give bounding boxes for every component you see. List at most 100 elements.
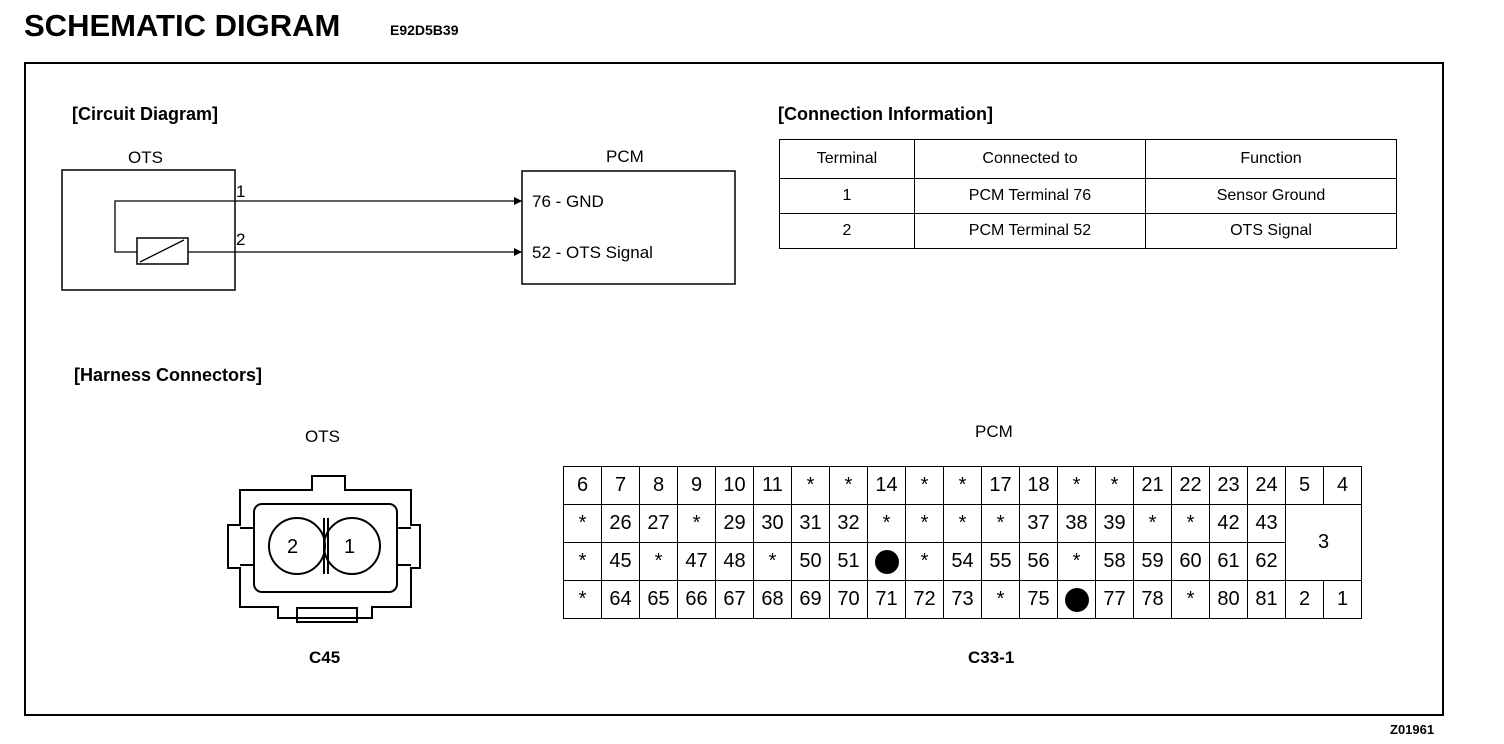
pcm-pin-cell: 14	[867, 466, 906, 505]
pcm-pin-cell: *	[905, 504, 944, 543]
pcm-pin-cell: *	[563, 542, 602, 581]
pcm-pin-cell: 66	[677, 580, 716, 619]
pcm-pin-cell: *	[905, 466, 944, 505]
cell-function: OTS Signal	[1145, 213, 1397, 249]
pcm-pin-cell: 59	[1133, 542, 1172, 581]
pcm-pin-cell: 68	[753, 580, 792, 619]
table-row: 2 PCM Terminal 52 OTS Signal	[779, 213, 1397, 249]
pcm-connector-id: C33-1	[968, 648, 1015, 667]
pcm-pin-cell: 81	[1247, 580, 1286, 619]
circuit-pin2-label: 2	[236, 230, 246, 249]
pcm-pin-cell: 29	[715, 504, 754, 543]
footer-code: Z01961	[1390, 722, 1435, 737]
pcm-pin-cell: 61	[1209, 542, 1248, 581]
connection-heading: [Connection Information]	[778, 104, 993, 124]
cell-function: Sensor Ground	[1145, 178, 1397, 214]
pcm-pin-cell: *	[639, 542, 678, 581]
pcm-pin-cell: 55	[981, 542, 1020, 581]
pcm-pin-cell: 31	[791, 504, 830, 543]
pcm-pin-cell: 24	[1247, 466, 1286, 505]
pcm-pin-cell: 30	[753, 504, 792, 543]
pcm-pin-cell: *	[1171, 504, 1210, 543]
pin-plug-dot	[874, 549, 899, 574]
pcm-pin-cell: *	[753, 542, 792, 581]
diagram-frame	[24, 62, 1444, 716]
page-title: SCHEMATIC DIGRAM	[24, 8, 341, 43]
pcm-pin-cell: 32	[829, 504, 868, 543]
pcm-pin-cell: *	[677, 504, 716, 543]
pcm-pin-cell: *	[981, 504, 1020, 543]
pcm-pin-cell: *	[791, 466, 830, 505]
harness-pcm-label: PCM	[975, 422, 1013, 441]
pcm-pin-cell: 1	[1323, 580, 1362, 619]
pcm-pin-cell: 72	[905, 580, 944, 619]
pcm-pin-cell: 43	[1247, 504, 1286, 543]
pcm-pin-cell: 17	[981, 466, 1020, 505]
pcm-pin-cell: 37	[1019, 504, 1058, 543]
connection-col-function: Function	[1145, 139, 1397, 179]
circuit-pin1-label: 1	[236, 182, 246, 201]
cell-connected: PCM Terminal 52	[914, 213, 1146, 249]
pcm-pin-cell: *	[943, 466, 982, 505]
pcm-pin-cell: 26	[601, 504, 640, 543]
pcm-pin-cell: *	[563, 504, 602, 543]
pcm-pin-cell: 54	[943, 542, 982, 581]
pcm-pin-cell: 39	[1095, 504, 1134, 543]
pcm-pin-cell: 67	[715, 580, 754, 619]
pcm-pin-cell: *	[1057, 542, 1096, 581]
cell-terminal: 1	[779, 178, 915, 214]
pcm-pin-cell: 18	[1019, 466, 1058, 505]
pcm-pin-cell: *	[943, 504, 982, 543]
harness-ots-label: OTS	[305, 427, 340, 446]
connection-col-terminal: Terminal	[779, 139, 915, 179]
pcm-pin-cell: 9	[677, 466, 716, 505]
ots-connector-id: C45	[309, 648, 341, 667]
pcm-pin-cell: 6	[563, 466, 602, 505]
pcm-pin-cell: 11	[753, 466, 792, 505]
ots-box	[61, 169, 236, 291]
circuit-heading: [Circuit Diagram]	[72, 104, 219, 124]
pcm-pin-cell: 70	[829, 580, 868, 619]
pcm-pin-cell: *	[905, 542, 944, 581]
pin-plug-dot	[1064, 587, 1089, 612]
pcm-pin-cell: 23	[1209, 466, 1248, 505]
pcm-pin-cell: 21	[1133, 466, 1172, 505]
circuit-gnd-label: 76 - GND	[532, 192, 604, 211]
pcm-pin-cell: 73	[943, 580, 982, 619]
pcm-pin-cell: 65	[639, 580, 678, 619]
pcm-pin-cell	[867, 542, 906, 581]
pcm-pin-cell: 77	[1095, 580, 1134, 619]
pcm-pin-cell: 60	[1171, 542, 1210, 581]
pcm-pin-cell: 56	[1019, 542, 1058, 581]
circuit-signal-label: 52 - OTS Signal	[532, 243, 653, 262]
pcm-pin-cell: 75	[1019, 580, 1058, 619]
harness-heading: [Harness Connectors]	[74, 365, 263, 385]
pcm-pin-cell: *	[867, 504, 906, 543]
pcm-pin-cell: *	[829, 466, 868, 505]
pcm-pin-cell: 47	[677, 542, 716, 581]
pcm-pin-cell: *	[1057, 466, 1096, 505]
pcm-pin-cell: 45	[601, 542, 640, 581]
ots-connector-shape	[227, 475, 421, 623]
pcm-pin-cell: 71	[867, 580, 906, 619]
pcm-pin-cell: *	[981, 580, 1020, 619]
document-code: E92D5B39	[390, 22, 459, 38]
pcm-pin-cell: *	[1133, 504, 1172, 543]
pcm-pin-cell: 78	[1133, 580, 1172, 619]
pcm-pin-cell: *	[1095, 466, 1134, 505]
pcm-pin-cell: 50	[791, 542, 830, 581]
pcm-pin-cell: 62	[1247, 542, 1286, 581]
pcm-pin-cell: 22	[1171, 466, 1210, 505]
ots-pin-1: 1	[344, 536, 356, 558]
cell-terminal: 2	[779, 213, 915, 249]
pcm-pin-cell: 5	[1285, 466, 1324, 505]
pcm-pin-cell: 38	[1057, 504, 1096, 543]
pcm-pin-cell: 80	[1209, 580, 1248, 619]
sensor-element	[136, 237, 189, 265]
